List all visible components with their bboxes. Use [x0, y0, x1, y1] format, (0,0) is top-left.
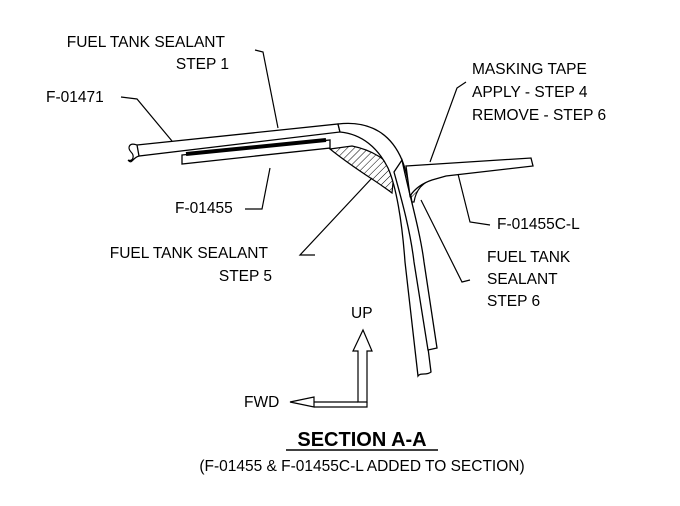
leader-f01471 [120, 96, 173, 142]
fwd-arrow [289, 396, 368, 408]
label-sealant-step6: FUEL TANK SEALANT STEP 6 [487, 249, 575, 310]
leader-masking-tape [429, 81, 467, 163]
leader-sealant-step6 [420, 199, 471, 283]
sealant-layer-step1 [185, 138, 327, 156]
leader-f01455 [245, 167, 271, 210]
leader-sealant-step1 [254, 49, 279, 129]
break-line-left [127, 143, 140, 163]
up-arrow [352, 328, 373, 403]
label-up: UP [351, 305, 373, 322]
label-fwd: FWD [244, 394, 279, 411]
leader-sealant-step5 [298, 177, 373, 256]
label-f01471: F-01471 [46, 89, 104, 106]
label-masking-tape: MASKING TAPE APPLY - STEP 4 REMOVE - STE… [472, 61, 606, 124]
label-sealant-step1: FUEL TANK SEALANT STEP 1 [67, 34, 229, 73]
label-sealant-step5: FUEL TANK SEALANT STEP 5 [110, 245, 272, 285]
label-f01455cl: F-01455C-L [497, 216, 580, 233]
label-f01455: F-01455 [175, 200, 233, 217]
section-title: SECTION A-A [297, 429, 426, 451]
f01455cl-flange [405, 157, 534, 198]
leader-f01455cl [457, 173, 491, 226]
section-subtitle: (F-01455 & F-01455C-L ADDED TO SECTION) [199, 458, 524, 475]
